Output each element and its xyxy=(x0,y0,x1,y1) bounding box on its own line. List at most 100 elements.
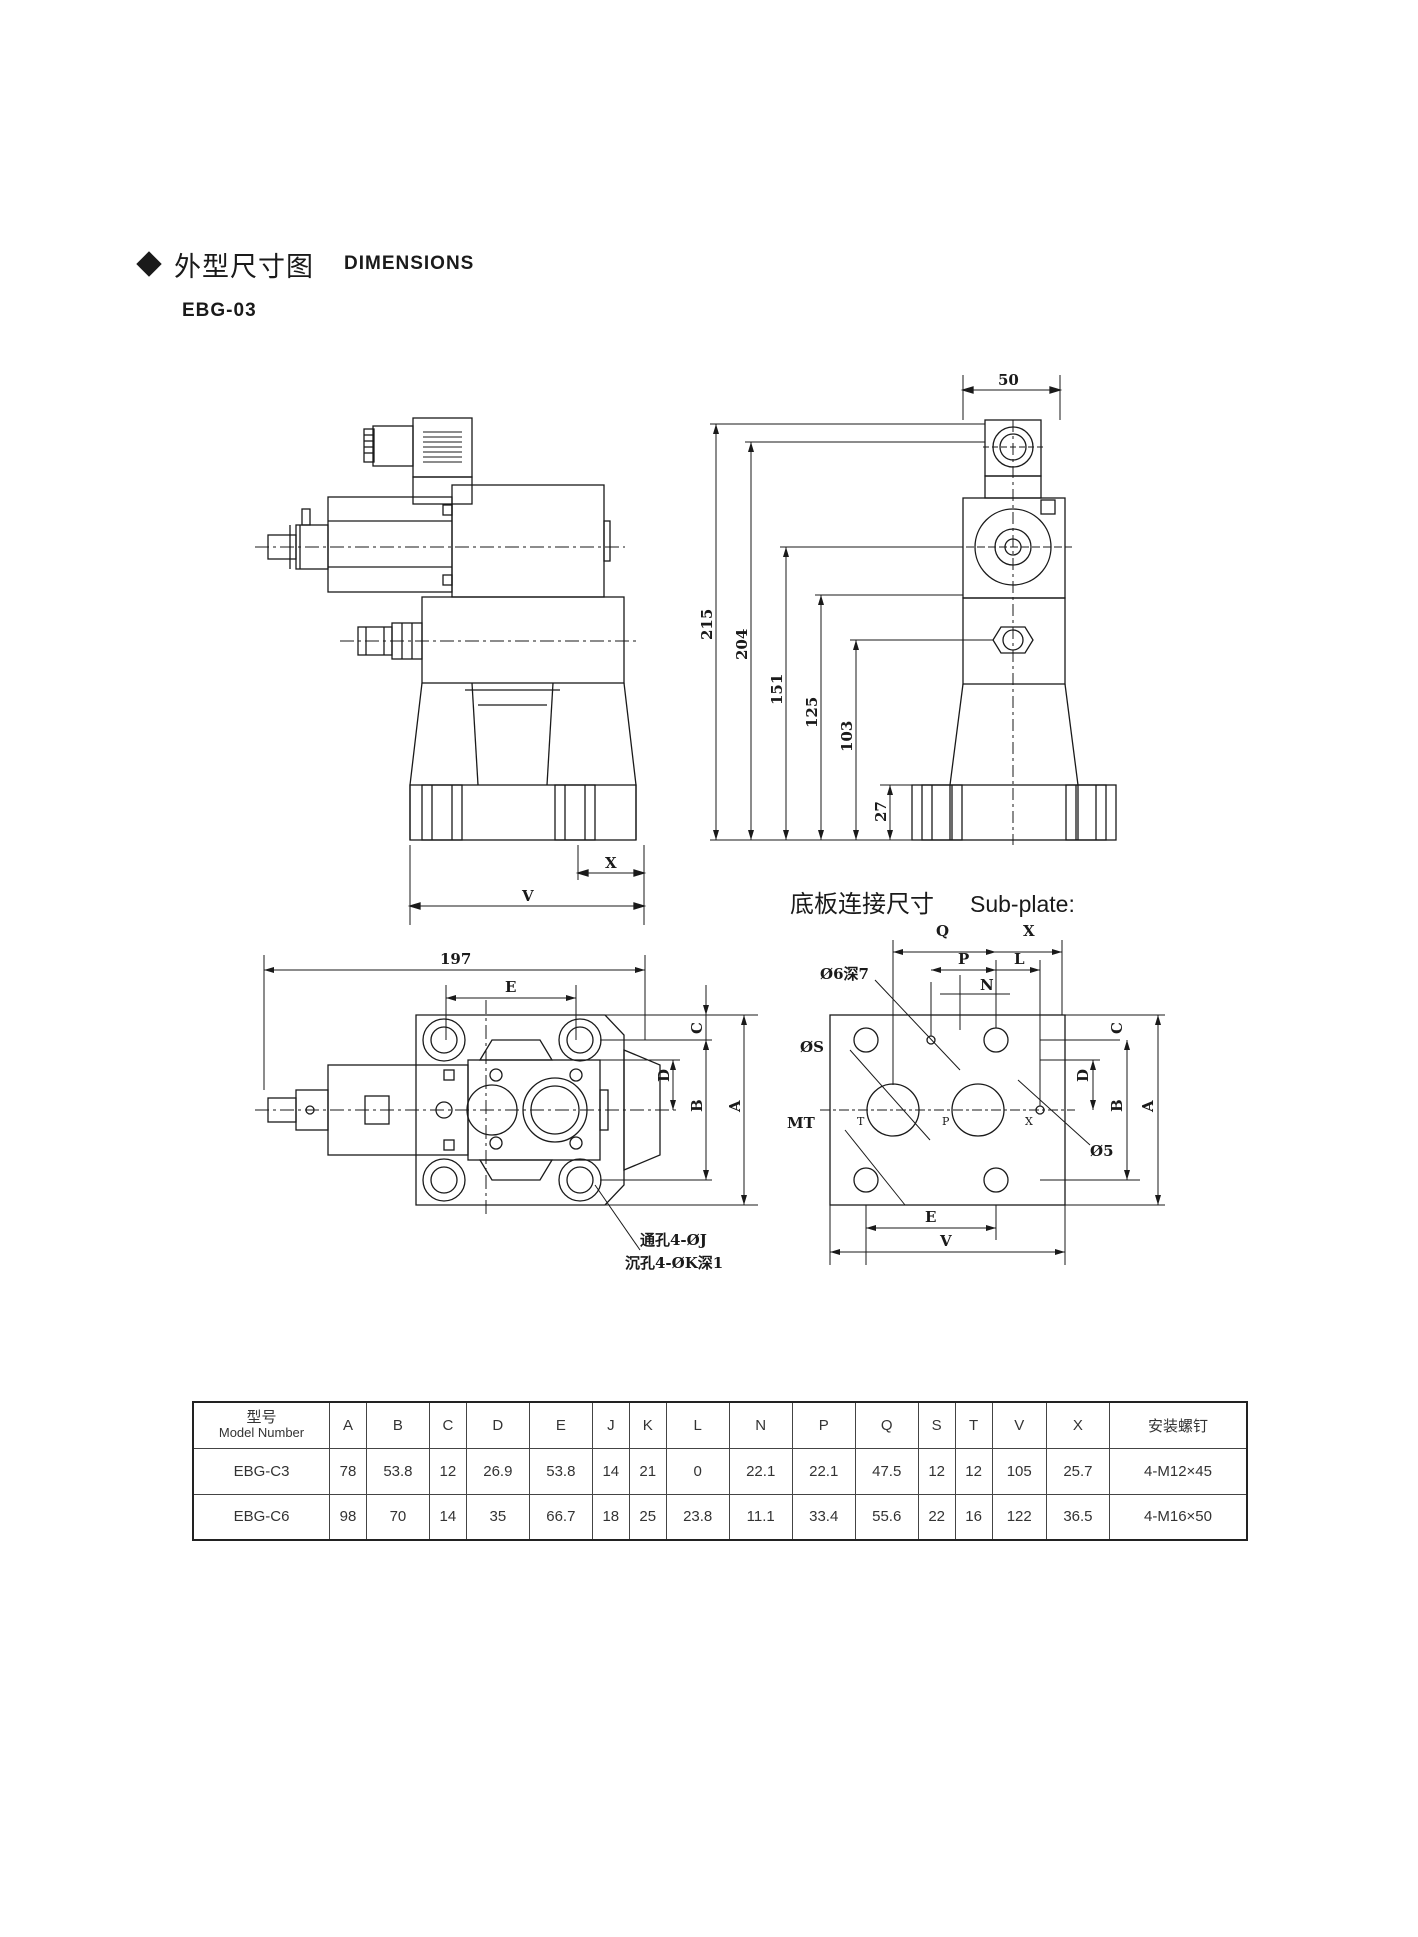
sp-dim-c: C xyxy=(1108,1022,1126,1034)
cell: 36.5 xyxy=(1045,1493,1111,1541)
sp-hole-6: Ø6深7 xyxy=(820,965,869,983)
dim-125: 125 xyxy=(803,697,821,728)
header-col: K xyxy=(628,1401,667,1449)
cell: 22.1 xyxy=(791,1447,856,1495)
model-title: EBG-03 xyxy=(182,300,257,321)
heading-title-cn: 外型尺寸图 xyxy=(174,251,314,283)
subplate-title-cn: 底板连接尺寸 xyxy=(790,890,934,918)
subplate-view xyxy=(820,940,1165,1265)
header-col: Q xyxy=(854,1401,919,1449)
dim-27: 27 xyxy=(872,801,890,822)
table-row: EBG-C3 78 53.8 12 26.9 53.8 14 21 0 22.1… xyxy=(192,1447,1248,1495)
sp-dim-s: ØS xyxy=(800,1038,824,1056)
cell-model: EBG-C6 xyxy=(192,1493,330,1541)
cell: 122 xyxy=(991,1493,1047,1541)
dimensions-table: 型号 Model Number A B C D E J K L N P Q S … xyxy=(192,1401,1248,1541)
heading-title-en: DIMENSIONS xyxy=(344,253,475,274)
header-col: B xyxy=(365,1401,430,1449)
dim-e: E xyxy=(505,978,516,996)
sp-dim-a: A xyxy=(1139,1100,1157,1113)
dim-v: V xyxy=(521,887,534,905)
dim-d: D xyxy=(655,1069,673,1082)
table-header-row: 型号 Model Number A B C D E J K L N P Q S … xyxy=(192,1401,1248,1449)
header-col: D xyxy=(465,1401,530,1449)
header-model-en: Model Number xyxy=(218,1425,305,1441)
cell: 18 xyxy=(591,1493,630,1541)
cell: 12 xyxy=(917,1447,956,1495)
table-row: EBG-C6 98 70 14 35 66.7 18 25 23.8 11.1 … xyxy=(192,1493,1248,1541)
cell: 53.8 xyxy=(528,1447,593,1495)
cell: 105 xyxy=(991,1447,1047,1495)
cell: 53.8 xyxy=(365,1447,430,1495)
cell: 47.5 xyxy=(854,1447,919,1495)
cell-bolts: 4-M16×50 xyxy=(1109,1493,1248,1541)
header-model-cn: 型号 xyxy=(246,1409,277,1427)
dim-103: 103 xyxy=(838,721,856,752)
cell: 78 xyxy=(329,1447,367,1495)
dim-204: 204 xyxy=(733,629,751,660)
cell: 98 xyxy=(329,1493,367,1541)
cell: 33.4 xyxy=(791,1493,856,1541)
dim-197: 197 xyxy=(440,950,471,968)
cell: 0 xyxy=(665,1447,730,1495)
cell: 21 xyxy=(628,1447,667,1495)
header-model: 型号 Model Number xyxy=(192,1401,330,1449)
cell: 22 xyxy=(917,1493,956,1541)
sp-dim-v: V xyxy=(939,1232,952,1250)
sp-dim-5: Ø5 xyxy=(1090,1142,1114,1160)
dim-215: 215 xyxy=(698,609,716,640)
header-col: N xyxy=(728,1401,793,1449)
dim-c: C xyxy=(688,1022,706,1034)
sp-port-p: P xyxy=(942,1115,950,1128)
header-col: A xyxy=(329,1401,367,1449)
sp-dim-d: D xyxy=(1074,1069,1092,1082)
drawing-labels: 50 215 204 151 125 103 27 X V 197 E C D … xyxy=(440,371,1157,1272)
sp-port-x: X xyxy=(1025,1115,1033,1128)
sp-dim-l: L xyxy=(1014,950,1025,968)
sp-dim-q: Q xyxy=(936,922,949,940)
hole-note-counterbore: 沉孔4-ØK深1 xyxy=(625,1254,723,1272)
cell: 14 xyxy=(591,1447,630,1495)
cell: 14 xyxy=(428,1493,467,1541)
header-col: J xyxy=(591,1401,630,1449)
header-bolts: 安装螺钉 xyxy=(1109,1401,1248,1449)
dim-b: B xyxy=(688,1099,706,1112)
dim-a: A xyxy=(726,1100,744,1113)
header-col: T xyxy=(954,1401,993,1449)
sp-dim-e: E xyxy=(925,1208,936,1226)
header-col: S xyxy=(917,1401,956,1449)
header-col: X xyxy=(1045,1401,1111,1449)
header-col: L xyxy=(665,1401,730,1449)
cell: 12 xyxy=(428,1447,467,1495)
cell-model: EBG-C3 xyxy=(192,1447,330,1495)
cell: 26.9 xyxy=(465,1447,530,1495)
header-col: V xyxy=(991,1401,1047,1449)
cell: 12 xyxy=(954,1447,993,1495)
dim-x: X xyxy=(605,854,617,872)
sp-dim-mt: MT xyxy=(787,1114,816,1132)
sp-dim-p: P xyxy=(958,950,969,968)
sp-dim-x: X xyxy=(1023,922,1035,940)
cell-bolts: 4-M12×45 xyxy=(1109,1447,1248,1495)
header-col: E xyxy=(528,1401,593,1449)
cell: 22.1 xyxy=(728,1447,793,1495)
cell: 16 xyxy=(954,1493,993,1541)
sp-dim-b: B xyxy=(1108,1099,1126,1112)
subplate-title-en: Sub-plate: xyxy=(970,891,1075,917)
side-view xyxy=(710,375,1117,845)
cell: 55.6 xyxy=(854,1493,919,1541)
sp-dim-n: N xyxy=(980,976,994,994)
dim-50: 50 xyxy=(998,371,1019,389)
cell: 11.1 xyxy=(728,1493,793,1541)
sp-port-t: T xyxy=(857,1115,865,1128)
cell: 23.8 xyxy=(665,1493,730,1541)
front-view xyxy=(255,417,647,925)
header-col: C xyxy=(428,1401,467,1449)
cell: 35 xyxy=(465,1493,530,1541)
hole-note-through: 通孔4-ØJ xyxy=(640,1231,707,1249)
cell: 25 xyxy=(628,1493,667,1541)
cell: 66.7 xyxy=(528,1493,593,1541)
cell: 25.7 xyxy=(1045,1447,1111,1495)
section-heading: 外型尺寸图 DIMENSIONS xyxy=(136,246,475,283)
